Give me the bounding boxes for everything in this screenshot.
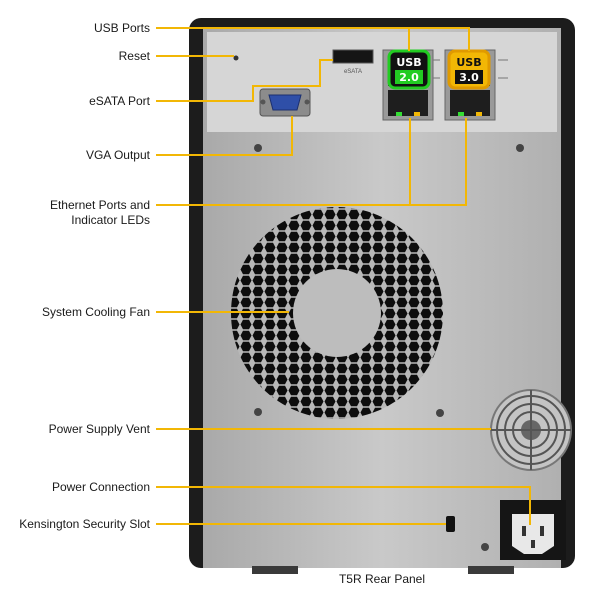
leader-lines	[156, 27, 531, 525]
label-ethernet-line2: Indicator LEDs	[71, 213, 150, 227]
label-cooling-fan: System Cooling Fan	[42, 305, 150, 319]
power-supply-vent	[490, 389, 572, 471]
fan-hub	[293, 269, 381, 357]
io-plate	[207, 32, 557, 132]
label-psu-vent: Power Supply Vent	[49, 422, 151, 436]
usb20-badge: USB 2.0	[387, 49, 431, 90]
screws	[254, 144, 524, 551]
usb30-badge: USB 3.0	[447, 49, 491, 90]
usb30-label-line2: 3.0	[459, 71, 479, 84]
port-silkscreen-marks	[433, 59, 508, 79]
ethernet-led-amber	[414, 112, 420, 116]
vga-port	[259, 88, 311, 117]
esata-silkscreen: eSATA	[344, 69, 362, 75]
ethernet-led-amber	[476, 112, 482, 116]
leader-esata	[156, 59, 333, 102]
label-esata-port: eSATA Port	[89, 94, 151, 108]
leader-vga	[156, 116, 293, 156]
usb30-label-line1: USB	[456, 56, 481, 69]
usb20-label-line2: 2.0	[399, 71, 419, 84]
foot-left	[252, 566, 298, 574]
leader-power-connection	[156, 486, 531, 525]
ethernet-led-green	[458, 112, 464, 116]
leader-ethernet	[156, 118, 467, 206]
esata-port: eSATA	[332, 49, 374, 75]
callout-labels: USB Ports Reset eSATA Port VGA Output Et…	[19, 21, 150, 531]
label-ethernet-line1: Ethernet Ports and	[50, 198, 150, 212]
leader-usb-ports-right	[409, 27, 470, 51]
ethernet-led-green	[396, 112, 402, 116]
label-vga-output: VGA Output	[86, 148, 151, 162]
ethernet-port-right	[450, 90, 490, 116]
label-usb-ports: USB Ports	[94, 21, 150, 35]
label-power-connection: Power Connection	[52, 480, 150, 494]
system-cooling-fan	[231, 207, 443, 419]
ethernet-port-left	[388, 90, 428, 116]
figure-caption: T5R Rear Panel	[339, 572, 425, 586]
label-reset: Reset	[119, 49, 151, 63]
label-kensington: Kensington Security Slot	[19, 517, 150, 531]
power-inlet	[500, 500, 566, 560]
usb20-label-line1: USB	[396, 56, 421, 69]
reset-pinhole	[233, 55, 239, 61]
kensington-slot	[446, 516, 455, 532]
foot-right	[468, 566, 514, 574]
